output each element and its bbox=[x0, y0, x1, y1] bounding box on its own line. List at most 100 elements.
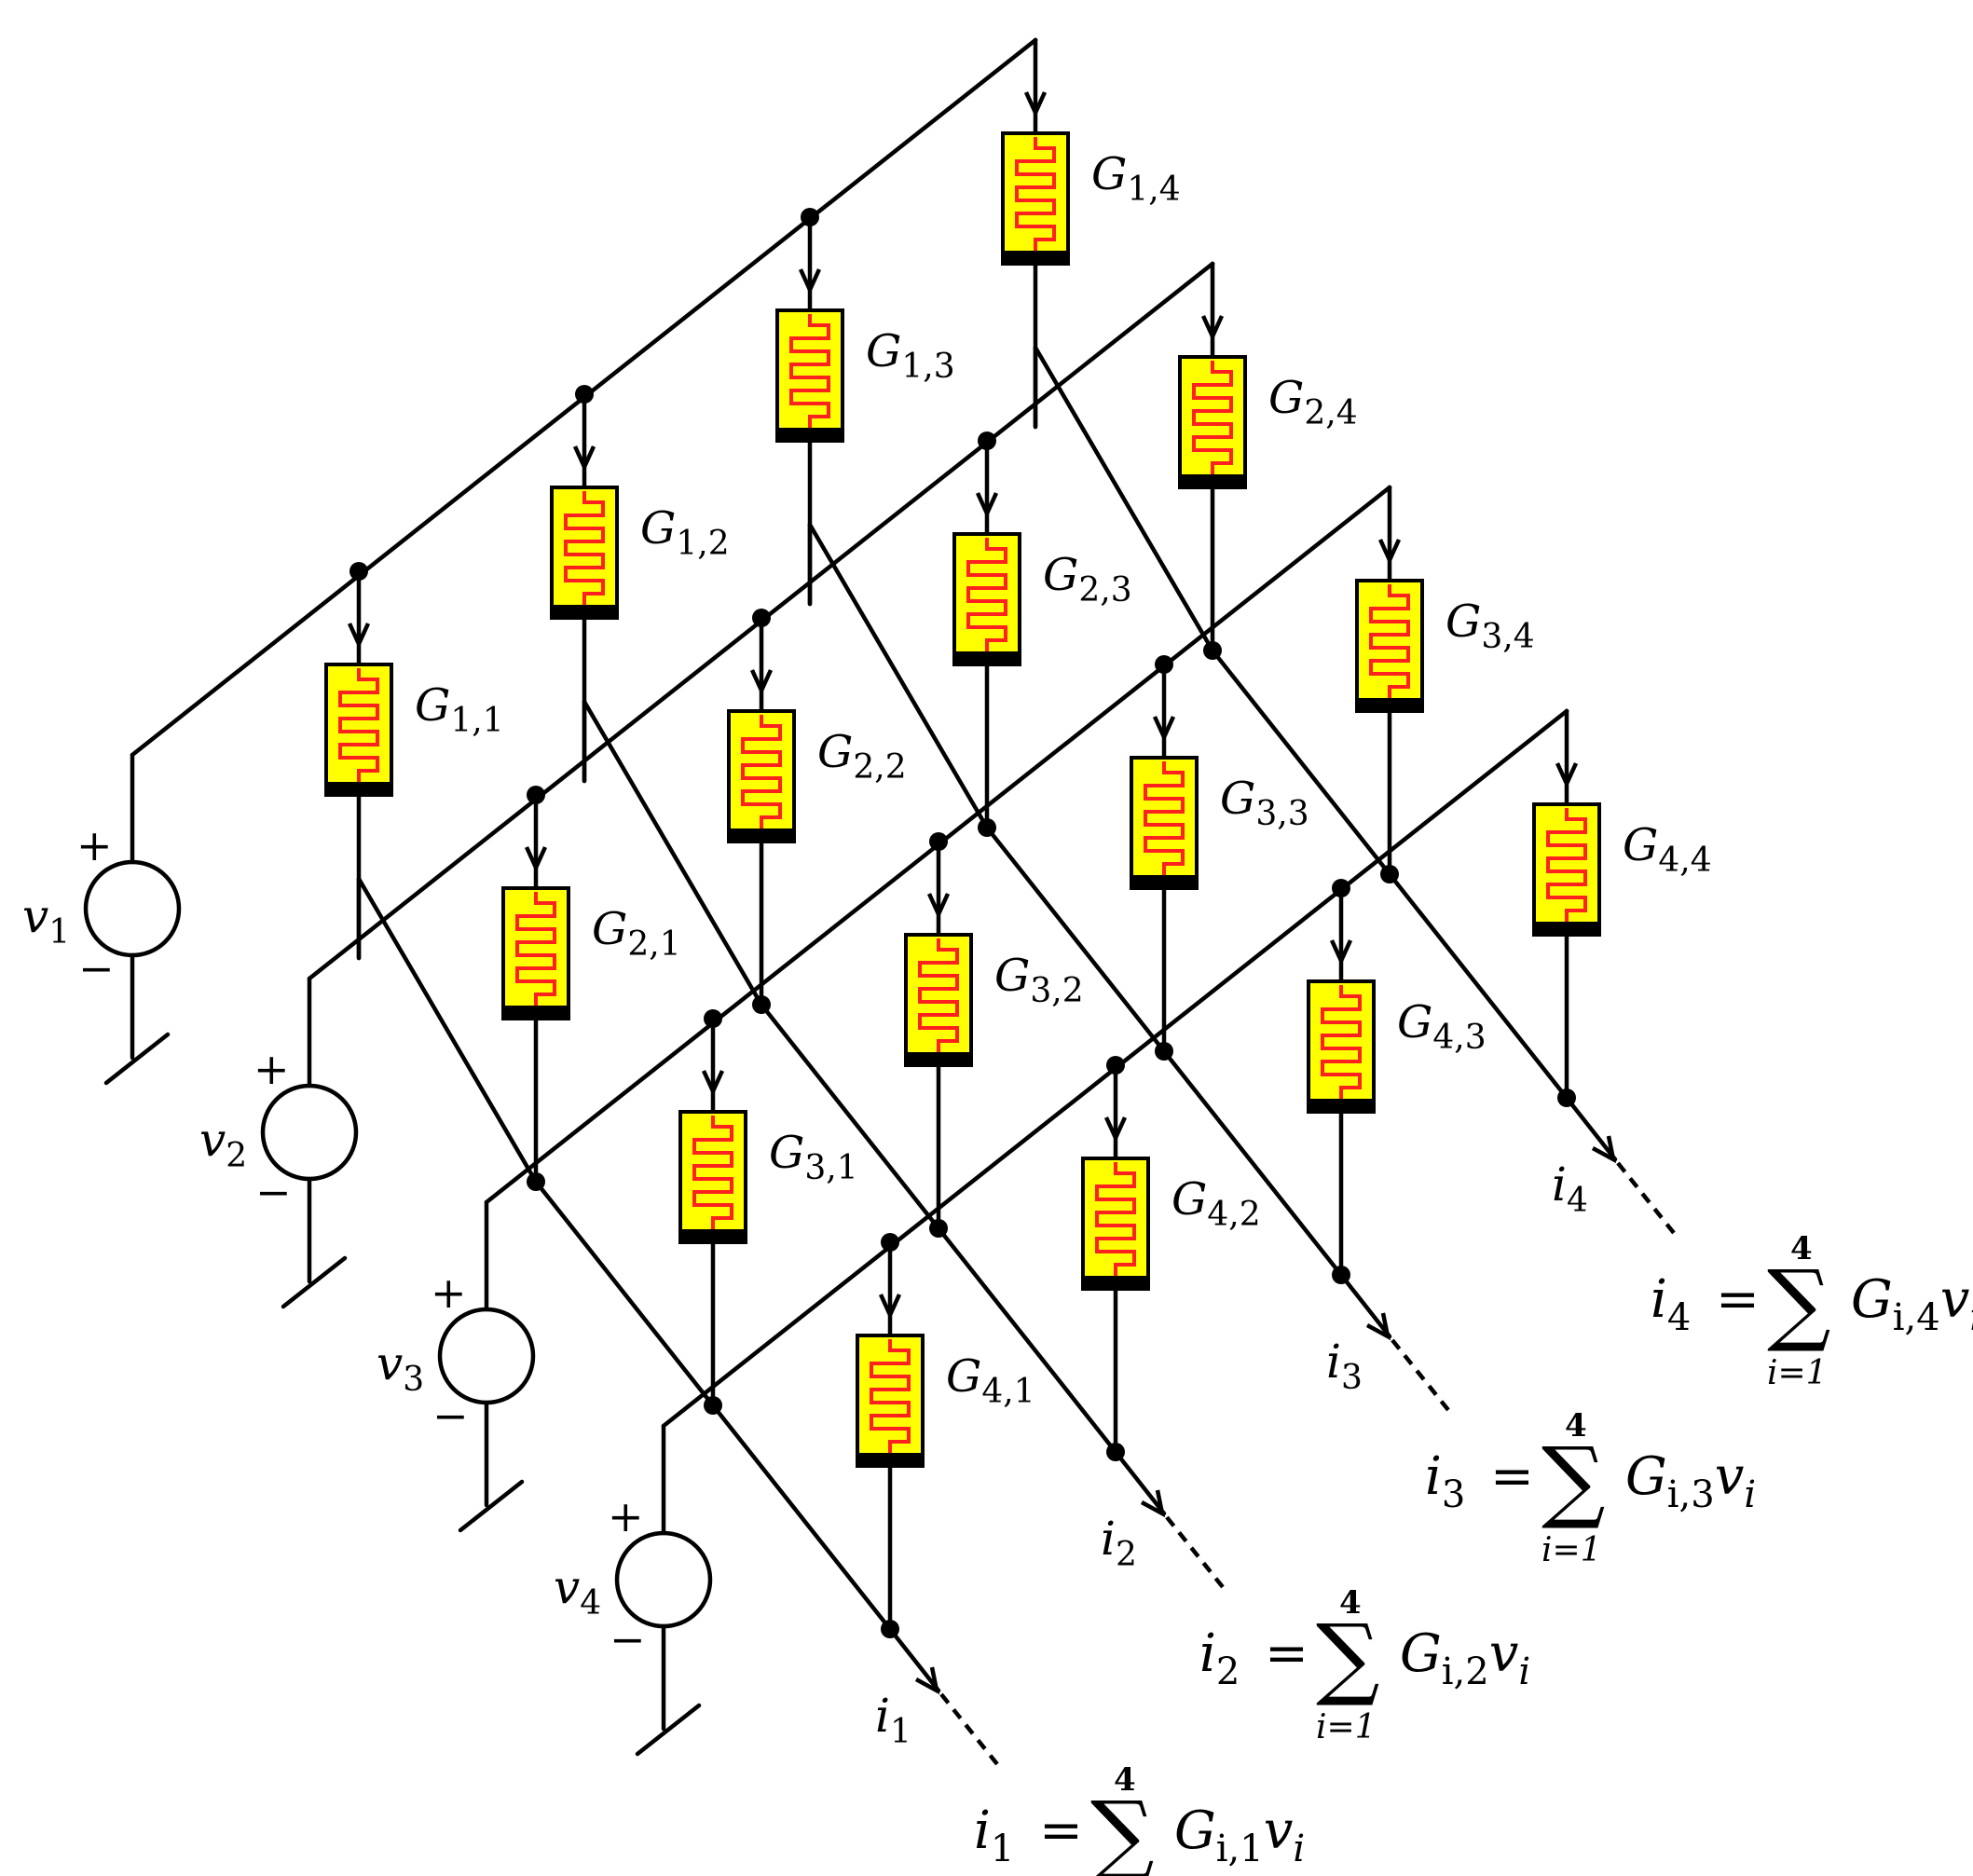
conductance-sub: 4,3 bbox=[1432, 1019, 1486, 1057]
memristor-body bbox=[1355, 579, 1424, 711]
conductance-sub: 3,2 bbox=[1030, 972, 1083, 1010]
conductance-var: G bbox=[1623, 819, 1658, 871]
equation-4: i4=∑4i=1Gi,4vi bbox=[1651, 1230, 1973, 1392]
conductance-label-3-4: G3,4 bbox=[1445, 596, 1535, 656]
bitline-out-1 bbox=[887, 1626, 941, 1693]
conductance-var: G bbox=[994, 950, 1030, 1002]
current-arrow-1-3 bbox=[798, 268, 822, 295]
conductance-sub: 2,3 bbox=[1078, 571, 1131, 609]
source-sub-3: 3 bbox=[403, 1361, 424, 1399]
memristor-band bbox=[678, 1229, 747, 1244]
output-var: i bbox=[1552, 1157, 1567, 1212]
equation-equals: = bbox=[1490, 1446, 1534, 1507]
equation-g-sub: i,3 bbox=[1667, 1473, 1715, 1516]
conductance-sub: 4,1 bbox=[981, 1373, 1034, 1411]
memristor-3-1 bbox=[678, 1110, 747, 1244]
equation-sum-upper: 4 bbox=[1790, 1230, 1813, 1267]
conductance-label-1-2: G1,2 bbox=[640, 502, 730, 563]
conductance-label-4-3: G4,3 bbox=[1397, 996, 1487, 1057]
source-minus-4: − bbox=[610, 1614, 646, 1664]
conductance-label-3-2: G3,2 bbox=[994, 950, 1084, 1010]
memristor-band bbox=[550, 605, 619, 620]
output-dash-3 bbox=[1391, 1338, 1450, 1412]
label-layer: v1v2v3v4G1,1G1,2G1,3G1,4G2,1G2,2G2,3G2,4… bbox=[22, 148, 1712, 1751]
memristor-band bbox=[1001, 251, 1070, 266]
conductance-var: G bbox=[1445, 596, 1481, 648]
equation-lhs-sub: 1 bbox=[991, 1828, 1014, 1870]
output-dash-4 bbox=[1616, 1161, 1676, 1235]
output-sub: 4 bbox=[1567, 1182, 1588, 1220]
ground-1 bbox=[103, 1032, 171, 1086]
memristor-trace bbox=[1015, 137, 1056, 251]
current-arrow-3-2 bbox=[926, 893, 951, 920]
equation-sum-upper: 4 bbox=[1339, 1584, 1362, 1622]
memristor-trace bbox=[789, 314, 830, 428]
output-sub: 3 bbox=[1341, 1359, 1363, 1397]
memristor-1-2 bbox=[550, 486, 619, 620]
source-sub-1: 1 bbox=[48, 913, 70, 952]
equation-g-var: G bbox=[1400, 1623, 1442, 1684]
equation-rhs: Gi,1vi bbox=[1174, 1801, 1305, 1870]
conductance-sub: 3,3 bbox=[1255, 795, 1308, 833]
equation-v-var: v bbox=[1264, 1801, 1294, 1861]
source-minus-1: − bbox=[78, 943, 115, 993]
output-dash-2 bbox=[1165, 1515, 1225, 1589]
conductance-var: G bbox=[1091, 148, 1127, 200]
output-arrow-4 bbox=[1591, 1135, 1617, 1164]
equation-lhs-var: i bbox=[1651, 1269, 1667, 1330]
equation-1: i1=∑4i=1Gi,1vi bbox=[974, 1761, 1305, 1876]
memristor-trace bbox=[741, 715, 782, 828]
equation-equals: = bbox=[1039, 1801, 1083, 1861]
equation-lhs: i3 bbox=[1425, 1446, 1465, 1516]
equation-layer: i1=∑4i=1Gi,1vii2=∑4i=1Gi,2vii3=∑4i=1Gi,3… bbox=[974, 1230, 1973, 1876]
equation-equals: = bbox=[1265, 1623, 1308, 1684]
equation-v-sub: i bbox=[1293, 1828, 1305, 1870]
equation-lhs: i1 bbox=[974, 1801, 1014, 1870]
ground-3 bbox=[458, 1479, 525, 1533]
current-arrow-2-3 bbox=[975, 492, 999, 519]
conductance-label-2-4: G2,4 bbox=[1268, 372, 1358, 432]
equation-v-var: v bbox=[1940, 1269, 1970, 1330]
conductance-label-4-2: G4,2 bbox=[1171, 1173, 1261, 1234]
memristor-band bbox=[904, 1052, 973, 1067]
current-arrow-3-3 bbox=[1152, 716, 1176, 743]
voltage-source-1 bbox=[83, 859, 182, 958]
conductance-label-1-1: G1,1 bbox=[415, 679, 504, 740]
conductance-var: G bbox=[640, 502, 676, 555]
equation-sum-symbol: ∑ bbox=[1090, 1782, 1155, 1876]
equation-g-var: G bbox=[1851, 1269, 1893, 1330]
equation-rhs: Gi,4vi bbox=[1851, 1269, 1973, 1339]
memristor-trace bbox=[692, 1116, 733, 1229]
current-arrow-2-2 bbox=[749, 669, 774, 696]
memristor-3-4 bbox=[1355, 579, 1424, 713]
output-var: i bbox=[1101, 1512, 1116, 1566]
output-current-label-1: i1 bbox=[875, 1689, 911, 1751]
memristor-2-2 bbox=[727, 709, 796, 843]
conductance-var: G bbox=[1268, 372, 1304, 424]
conductance-label-1-3: G1,3 bbox=[866, 325, 955, 386]
memristor-2-1 bbox=[501, 886, 570, 1020]
equation-rhs: Gi,3vi bbox=[1625, 1446, 1756, 1516]
voltage-source-4 bbox=[614, 1530, 713, 1629]
source-plus-4: + bbox=[608, 1491, 644, 1541]
equation-v-sub: i bbox=[1969, 1296, 1973, 1339]
memristor-trace bbox=[1321, 985, 1362, 1099]
current-arrow-2-1 bbox=[524, 846, 548, 873]
equation-sum-symbol: ∑ bbox=[1541, 1428, 1606, 1532]
bitline-4-seg-1 bbox=[1033, 345, 1215, 653]
voltage-source-layer: +−+−+−+− bbox=[76, 820, 713, 1664]
memristor-trace bbox=[966, 538, 1007, 651]
conductance-var: G bbox=[946, 1350, 981, 1403]
source-sub-4: 4 bbox=[580, 1584, 601, 1623]
source-sub-2: 2 bbox=[226, 1137, 247, 1175]
equation-v-sub: i bbox=[1744, 1473, 1756, 1516]
equation-v-var: v bbox=[1489, 1623, 1519, 1684]
equation-sum-lower: i=1 bbox=[1541, 1531, 1602, 1569]
memristor-band bbox=[952, 651, 1021, 666]
source-minus-3: − bbox=[432, 1390, 469, 1441]
source-var-4: v bbox=[554, 1560, 580, 1614]
memristor-band bbox=[501, 1006, 570, 1020]
equation-rhs: Gi,2vi bbox=[1400, 1623, 1530, 1693]
source-var-2: v bbox=[199, 1113, 226, 1167]
